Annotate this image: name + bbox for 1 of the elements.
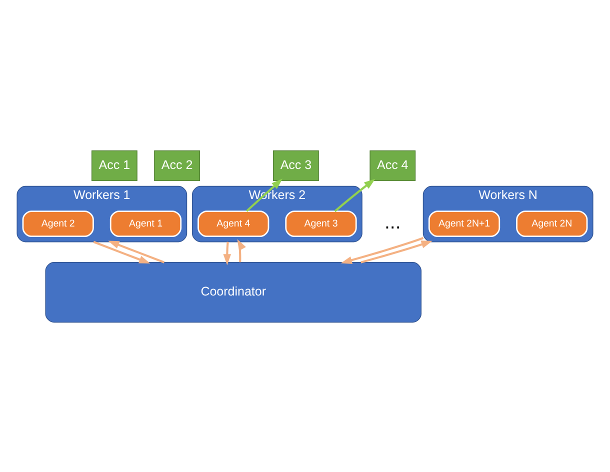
label: ...	[384, 211, 401, 234]
